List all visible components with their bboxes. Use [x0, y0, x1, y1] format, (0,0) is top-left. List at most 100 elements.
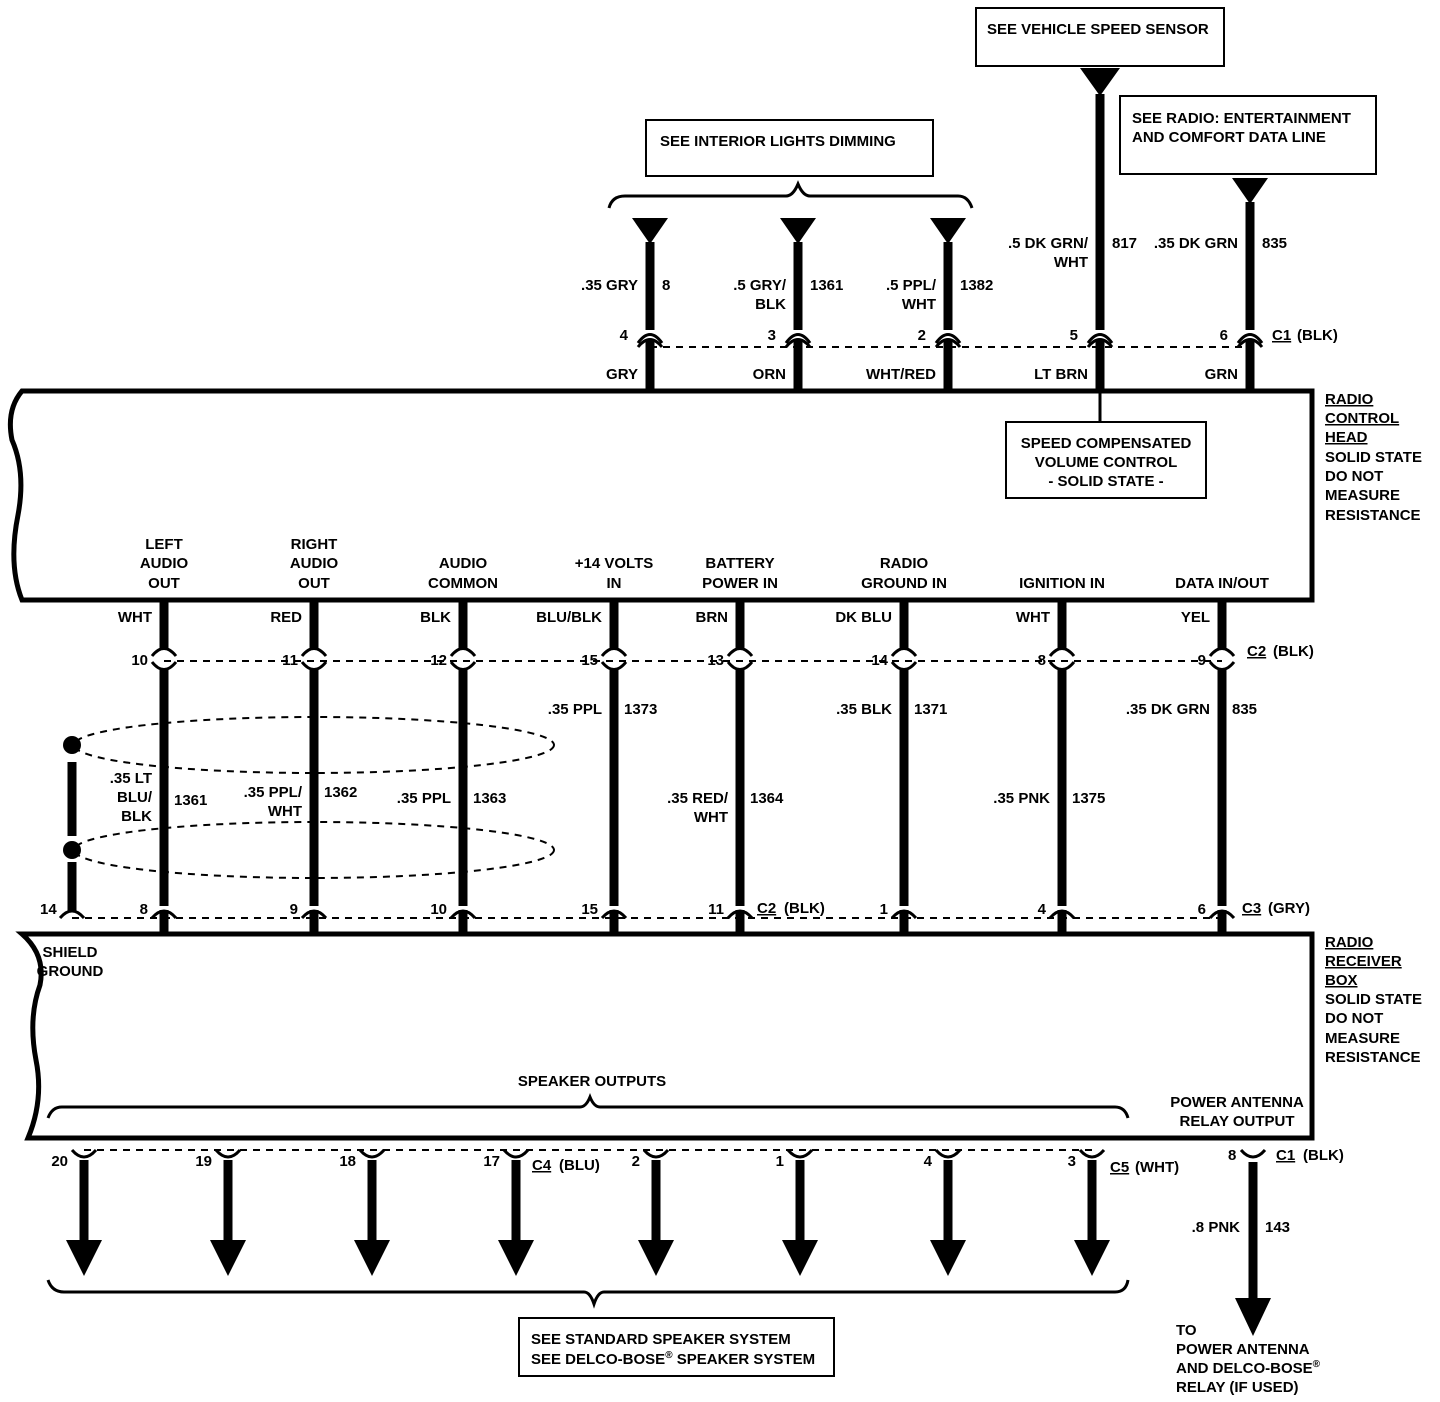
- wire-color-code-3: BLK: [121, 808, 152, 825]
- inner-wire-color: BRN: [696, 609, 729, 626]
- connector-pin: [1236, 333, 1264, 344]
- connector-pin: [1208, 661, 1236, 671]
- pin-number-top: 11: [282, 652, 298, 669]
- c2-head-color: (BLK): [1273, 643, 1314, 660]
- connector-pin: [786, 1148, 814, 1159]
- wire-color-code: .35 PNK: [993, 790, 1050, 807]
- inner-wire-color: RED: [270, 609, 302, 626]
- speaker-system-brace: [46, 1279, 1130, 1309]
- speaker-pin-number: 17: [483, 1153, 500, 1170]
- speaker-outputs-brace: [46, 1092, 1130, 1119]
- head-function-3: IN: [607, 575, 622, 592]
- pin-number: 4: [620, 327, 629, 344]
- pin-number-top: 9: [1198, 652, 1206, 669]
- inner-wire-color: GRN: [1205, 366, 1238, 383]
- wire-color-code: .35 GRY: [581, 277, 638, 294]
- pin-number-top: 10: [131, 652, 148, 669]
- vehicle-speed-sensor-label: SEE VEHICLE SPEED SENSOR: [987, 21, 1209, 38]
- antenna-connector-color: (BLK): [1303, 1147, 1344, 1164]
- connector-pin: [784, 338, 812, 348]
- wire-color-code: .5 PPL/: [886, 277, 937, 294]
- speaker-system-ref: SEE STANDARD SPEAKER SYSTEM SEE DELCO-BO…: [518, 1317, 835, 1377]
- connector-pin: [300, 647, 328, 657]
- c5-label: C5: [1110, 1159, 1129, 1176]
- pin-number-bottom: 1: [880, 901, 888, 918]
- connector-pin: [358, 1148, 386, 1159]
- control-head-note-2: DO NOT: [1325, 468, 1383, 485]
- speaker-pin-number: 4: [924, 1153, 933, 1170]
- circuit-number: 1371: [914, 701, 947, 718]
- wire-reference-arrow: [1080, 68, 1120, 96]
- c2-head-label: C2: [1247, 643, 1266, 660]
- wire-color-code: .5 GRY/: [733, 277, 787, 294]
- inner-wire-color: ORN: [753, 366, 786, 383]
- connector-pin: [784, 333, 812, 344]
- connector-pin: [300, 661, 328, 671]
- wire-color-code-2: BLK: [755, 296, 786, 313]
- antenna-dest-2: POWER ANTENNA: [1176, 1341, 1310, 1358]
- connector-pin: [636, 338, 664, 348]
- head-function-2: AUDIO: [439, 555, 488, 572]
- shield-pin: 14: [40, 901, 86, 920]
- connector-pin: [1086, 333, 1114, 344]
- pin-number: 5: [1070, 327, 1078, 344]
- wire-reference-arrow: [930, 218, 966, 244]
- antenna-relay-label-1: POWER ANTENNA: [1170, 1094, 1304, 1111]
- pin-number-bottom: 6: [1198, 901, 1206, 918]
- speaker-outputs-label: SPEAKER OUTPUTS: [518, 1073, 666, 1090]
- wire-color-code: .35 DK GRN: [1126, 701, 1210, 718]
- wire-reference-arrow: [780, 218, 816, 244]
- vehicle-speed-sensor-ref: SEE VEHICLE SPEED SENSOR: [975, 7, 1225, 67]
- head-function-3: IGNITION IN: [1019, 575, 1105, 592]
- speaker-output-arrow: [638, 1240, 674, 1276]
- head-function-1: RIGHT: [291, 536, 338, 553]
- wire-color-code-2: WHT: [268, 803, 302, 820]
- connector-pin: [934, 333, 962, 344]
- c2-receiver-label: C2: [757, 900, 776, 917]
- head-function-2: RADIO: [880, 555, 929, 572]
- interior-lights-brace: [607, 180, 974, 209]
- speaker-system-label-2: SEE DELCO-BOSE® SPEAKER SYSTEM: [531, 1350, 815, 1368]
- head-function-3: GROUND IN: [861, 575, 947, 592]
- antenna-connector-label: C1: [1276, 1147, 1295, 1164]
- connector-pin: [1208, 647, 1236, 657]
- speaker-pin-number: 20: [51, 1153, 68, 1170]
- control-head-label: RADIO CONTROL HEAD SOLID STATE DO NOT ME…: [1325, 391, 1422, 524]
- circuit-number: 1375: [1072, 790, 1105, 807]
- c4-label: C4: [532, 1157, 552, 1174]
- speaker-output-wire: 1: [776, 1148, 818, 1276]
- pin-number-top: 15: [581, 652, 598, 669]
- wire-color-code: .35 BLK: [836, 701, 892, 718]
- inner-wire-color: LT BRN: [1034, 366, 1088, 383]
- pin-number: 2: [918, 327, 926, 344]
- connector-pin: [70, 1148, 98, 1159]
- radio-control-head: [7, 388, 1315, 603]
- inner-wire-color: WHT/RED: [866, 366, 936, 383]
- pin-number: 3: [768, 327, 776, 344]
- speaker-pin-number: 18: [339, 1153, 356, 1170]
- wire-color-code: .35 RED/: [667, 790, 729, 807]
- speed-comp-label-3: - SOLID STATE -: [1048, 473, 1163, 490]
- circuit-number: 1362: [324, 784, 357, 801]
- head-function-3: POWER IN: [702, 575, 778, 592]
- receiver-note-1: SOLID STATE: [1325, 991, 1422, 1008]
- speaker-pin-number: 19: [195, 1153, 212, 1170]
- receiver-note-3: MEASURE: [1325, 1030, 1400, 1047]
- pin-number-bottom: 15: [581, 901, 598, 918]
- antenna-pin-number: 8: [1228, 1147, 1236, 1164]
- circuit-number: 1363: [473, 790, 506, 807]
- inner-wire-color: GRY: [606, 366, 638, 383]
- connector-pin: [934, 1148, 962, 1159]
- receiver-note-2: DO NOT: [1325, 1010, 1383, 1027]
- speed-comp-label-2: VOLUME CONTROL: [1035, 454, 1178, 471]
- connector-pin: [934, 338, 962, 348]
- head-function-2: AUDIO: [290, 555, 339, 572]
- inner-wire-color: WHT: [118, 609, 152, 626]
- receiver-name-2: RECEIVER: [1325, 953, 1402, 970]
